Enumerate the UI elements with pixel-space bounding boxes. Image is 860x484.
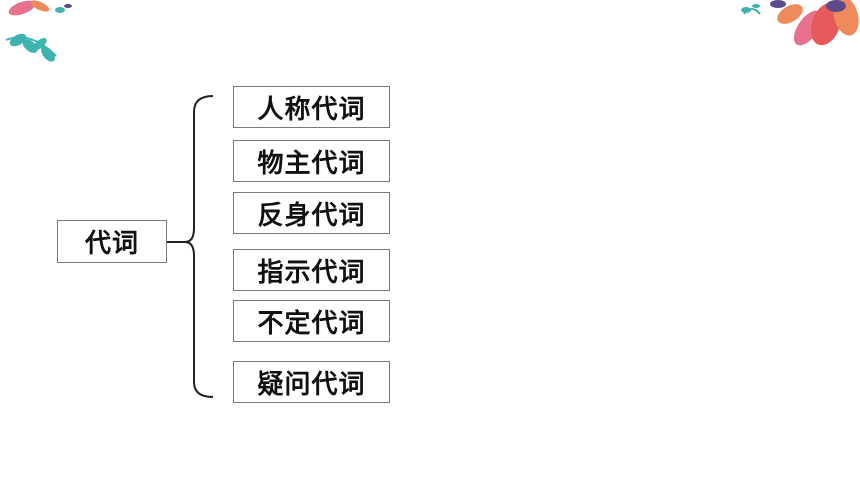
child-node-personal-pronoun: 人称代词 [233,86,390,128]
root-node-label: 代词 [84,229,139,259]
child-node-label: 指示代词 [257,257,366,288]
curly-bracket [184,95,214,398]
child-node-indefinite-pronoun: 不定代词 [233,300,390,342]
child-node-possessive-pronoun: 物主代词 [233,140,390,182]
child-node-label: 物主代词 [257,148,366,179]
leaf-spray-icon [5,0,72,62]
child-node-label: 人称代词 [257,94,366,125]
child-node-interrogative-pronoun: 疑问代词 [233,361,390,403]
child-node-demonstrative-pronoun: 指示代词 [233,249,390,291]
child-node-label: 疑问代词 [257,369,366,400]
child-node-label: 反身代词 [257,200,366,231]
child-node-label: 不定代词 [257,308,366,339]
child-node-reflexive-pronoun: 反身代词 [233,192,390,234]
root-node-pronoun: 代词 [57,220,167,263]
flower-petals-icon [741,0,859,46]
